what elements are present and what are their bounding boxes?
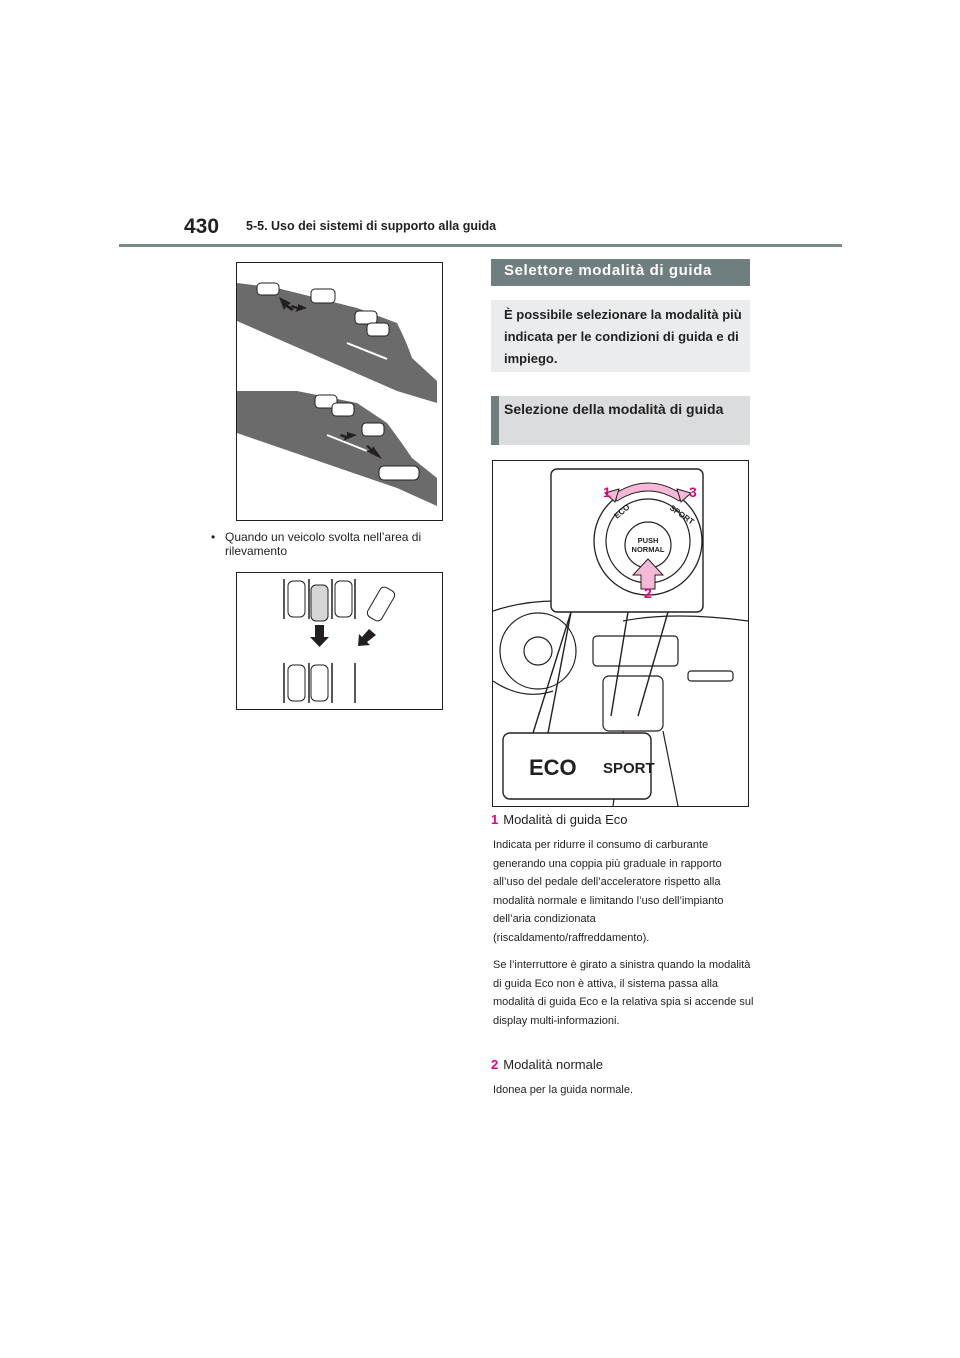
curved-road-illustration	[236, 262, 443, 521]
intro-box: È possibile selezionare la modalità più …	[491, 300, 750, 372]
indicator-sport: SPORT	[603, 760, 655, 777]
item-2-title: Modalità normale	[503, 1057, 603, 1072]
bullet-note: • Quando un veicolo svolta nell’area di …	[211, 530, 467, 558]
dial-normal-label: NORMAL	[632, 545, 665, 554]
bullet-text: Quando un veicolo svolta nell’area di ri…	[225, 530, 422, 558]
subsection-box: Selezione della modalità di guida	[491, 396, 750, 445]
item-1-number: 1	[491, 812, 499, 827]
intro-text: È possibile selezionare la modalità più …	[504, 307, 742, 366]
callout-2: 2	[644, 585, 652, 601]
callout-3: 3	[689, 484, 697, 500]
item-1-paragraph-2: Se l’interruttore è girato a sinistra qu…	[493, 959, 754, 1027]
bullet-mark: •	[211, 530, 216, 544]
item-1-heading: 1 Modalità di guida Eco	[491, 812, 628, 827]
callout-1: 1	[603, 484, 611, 500]
parking-area-illustration	[236, 572, 443, 710]
subsection-title: Selezione della modalità di guida	[504, 401, 724, 417]
indicator-eco: ECO	[529, 755, 577, 780]
item-1-title: Modalità di guida Eco	[503, 812, 628, 827]
header-rule	[119, 244, 842, 247]
dial-push-label: PUSH	[638, 536, 659, 545]
chapter-title: 5-5. Uso dei sistemi di supporto alla gu…	[246, 219, 497, 233]
item-1-paragraph-1: Indicata per ridurre il consumo di carbu…	[493, 839, 724, 944]
section-banner: Selettore modalità di guida	[491, 259, 750, 286]
drive-mode-selector-illustration: ECO SPORT PUSH NORMAL 1 3 2 ECO SPORT	[492, 460, 749, 807]
item-2-number: 2	[491, 1057, 499, 1072]
section-title: Selettore modalità di guida	[504, 262, 712, 279]
item-2-heading: 2 Modalità normale	[491, 1057, 603, 1072]
page-number: 430	[184, 215, 220, 238]
item-2-paragraph-1: Idonea per la guida normale.	[493, 1084, 634, 1096]
